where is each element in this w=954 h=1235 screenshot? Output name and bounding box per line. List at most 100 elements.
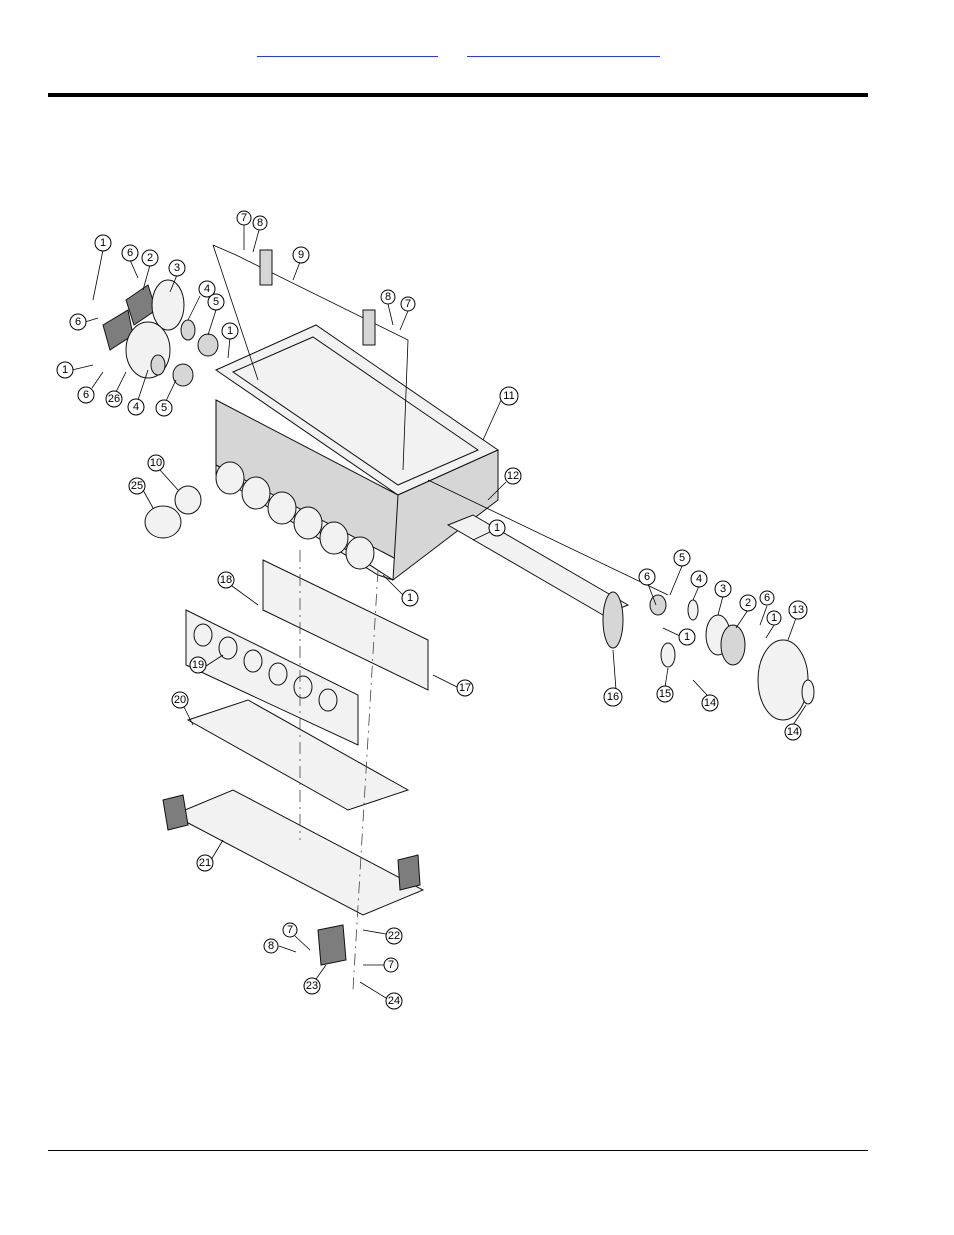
callout-1g: 1 (662, 627, 696, 646)
callout-1d: 1 (472, 519, 506, 541)
svg-text:7: 7 (405, 298, 411, 310)
callout-17: 17 (432, 674, 474, 697)
callout-25: 25 (128, 477, 154, 509)
svg-text:24: 24 (388, 995, 400, 1007)
svg-text:26: 26 (108, 393, 120, 405)
callout-1a: 1 (92, 234, 112, 301)
svg-text:6: 6 (127, 247, 133, 259)
svg-text:20: 20 (174, 694, 186, 706)
callout-5a: 5 (207, 293, 225, 336)
svg-text:23: 23 (306, 980, 318, 992)
svg-text:3: 3 (720, 583, 726, 595)
callout-4a: 4 (187, 280, 216, 321)
baffle-plates (185, 559, 429, 746)
callout-1c: 1 (56, 361, 94, 379)
callout-21: 21 (196, 839, 224, 872)
callout-19: 19 (189, 654, 224, 674)
svg-text:1: 1 (494, 522, 500, 534)
callout-23: 23 (303, 964, 327, 995)
svg-text:1: 1 (62, 364, 68, 376)
callout-18: 18 (217, 571, 259, 606)
callout-1e: 1 (382, 574, 419, 607)
svg-text:8: 8 (257, 217, 263, 229)
callout-5b: 5 (155, 379, 177, 417)
svg-text:19: 19 (192, 659, 204, 671)
left-bearing-group (102, 279, 219, 387)
callout-5c: 5 (669, 549, 691, 596)
callout-15: 15 (656, 667, 674, 703)
svg-text:7: 7 (287, 924, 293, 936)
svg-text:8: 8 (385, 291, 391, 303)
header-link-right[interactable] (467, 36, 660, 57)
callout-6b: 6 (69, 313, 99, 331)
footer-rule (48, 1150, 868, 1151)
callout-3a: 3 (168, 259, 186, 293)
callout-8c: 8 (263, 938, 297, 954)
lever-assemblies (162, 794, 421, 966)
svg-text:5: 5 (213, 296, 219, 308)
svg-text:1: 1 (100, 237, 106, 249)
svg-text:1: 1 (227, 325, 233, 337)
callout-6d: 6 (638, 568, 657, 606)
callout-6c: 6 (77, 371, 104, 404)
header-link-left[interactable] (257, 36, 438, 57)
callout-6a: 6 (121, 244, 139, 279)
svg-text:25: 25 (131, 480, 143, 492)
svg-text:7: 7 (388, 959, 394, 971)
callout-14a: 14 (692, 679, 719, 712)
svg-text:13: 13 (792, 604, 804, 616)
svg-text:4: 4 (204, 283, 210, 295)
svg-text:1: 1 (684, 631, 690, 643)
svg-text:5: 5 (679, 552, 685, 564)
callout-1f: 1 (765, 610, 782, 639)
callout-2b: 2 (735, 594, 757, 629)
callout-7a: 7 (236, 210, 252, 250)
slide-plates (171, 699, 425, 916)
callout-1b: 1 (221, 322, 239, 359)
outlet-tubes (215, 461, 375, 570)
callout-8b: 8 (380, 289, 396, 326)
svg-text:1: 1 (407, 592, 413, 604)
svg-text:8: 8 (268, 940, 274, 952)
svg-text:6: 6 (75, 316, 81, 328)
callout-20: 20 (171, 691, 194, 726)
svg-text:3: 3 (174, 262, 180, 274)
callout-4c: 4 (690, 570, 708, 601)
callout-10: 10 (147, 454, 179, 491)
svg-text:22: 22 (388, 930, 400, 942)
svg-text:4: 4 (696, 573, 702, 585)
callout-14b: 14 (784, 704, 807, 741)
svg-text:18: 18 (220, 574, 232, 586)
svg-text:9: 9 (298, 249, 304, 261)
callout-12: 12 (487, 467, 522, 501)
svg-text:6: 6 (644, 571, 650, 583)
svg-text:7: 7 (241, 212, 247, 224)
exploded-parts-diagram: 1 6 2 3 6 4 5 1 1 6 26 4 5 7 8 9 8 7 11 … (56, 210, 815, 1010)
callout-9: 9 (292, 246, 310, 281)
svg-text:10: 10 (150, 457, 162, 469)
callout-4b: 4 (127, 369, 149, 416)
svg-text:17: 17 (459, 682, 471, 694)
header-rule (48, 93, 868, 97)
svg-text:21: 21 (199, 857, 211, 869)
callout-24: 24 (359, 981, 403, 1010)
callout-11: 11 (482, 386, 519, 441)
svg-text:15: 15 (659, 688, 671, 700)
callout-22: 22 (362, 927, 403, 945)
svg-text:2: 2 (745, 597, 751, 609)
tube-caps (144, 485, 202, 539)
svg-text:16: 16 (607, 691, 619, 703)
callout-8a: 8 (252, 215, 268, 253)
hopper-handle (212, 244, 409, 471)
svg-text:11: 11 (503, 390, 514, 402)
callout-7b: 7 (399, 296, 416, 331)
svg-text:12: 12 (507, 470, 519, 482)
metering-roller (427, 479, 815, 721)
callout-7d: 7 (363, 957, 399, 973)
callout-13: 13 (787, 600, 808, 641)
svg-text:6: 6 (764, 592, 770, 604)
svg-text:14: 14 (704, 697, 716, 709)
callout-16: 16 (603, 649, 623, 707)
callout-2a: 2 (141, 249, 159, 291)
svg-text:14: 14 (787, 726, 799, 738)
